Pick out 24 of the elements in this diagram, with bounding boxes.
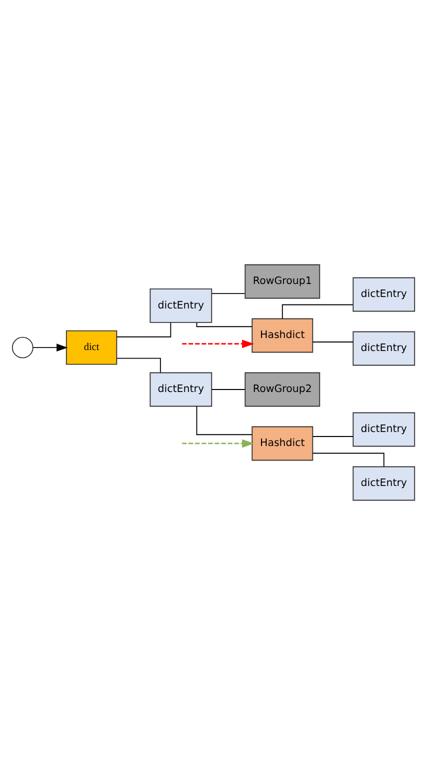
connector — [282, 304, 354, 319]
connector — [196, 405, 252, 435]
connector — [312, 341, 354, 342]
connector — [312, 452, 384, 467]
node-box: dictEntry — [352, 330, 416, 366]
node-box: dict — [66, 330, 118, 364]
node-box: Hashdict — [252, 318, 314, 352]
arrow — [182, 438, 254, 448]
arrow — [182, 339, 254, 348]
node-box: RowGroup2 — [244, 372, 320, 406]
connector — [116, 357, 161, 372]
node-circle — [12, 336, 34, 358]
connector — [211, 388, 246, 390]
node-box: Hashdict — [252, 426, 314, 460]
node-box: dictEntry — [150, 372, 212, 406]
connector — [116, 322, 172, 337]
node-box: dictEntry — [150, 288, 212, 322]
node-box: dictEntry — [352, 412, 416, 446]
connector — [211, 292, 246, 294]
arrow — [32, 343, 68, 351]
connector — [196, 322, 252, 327]
node-box: dictEntry — [352, 276, 416, 312]
node-box: RowGroup1 — [244, 264, 320, 298]
node-box: dictEntry — [352, 466, 416, 500]
